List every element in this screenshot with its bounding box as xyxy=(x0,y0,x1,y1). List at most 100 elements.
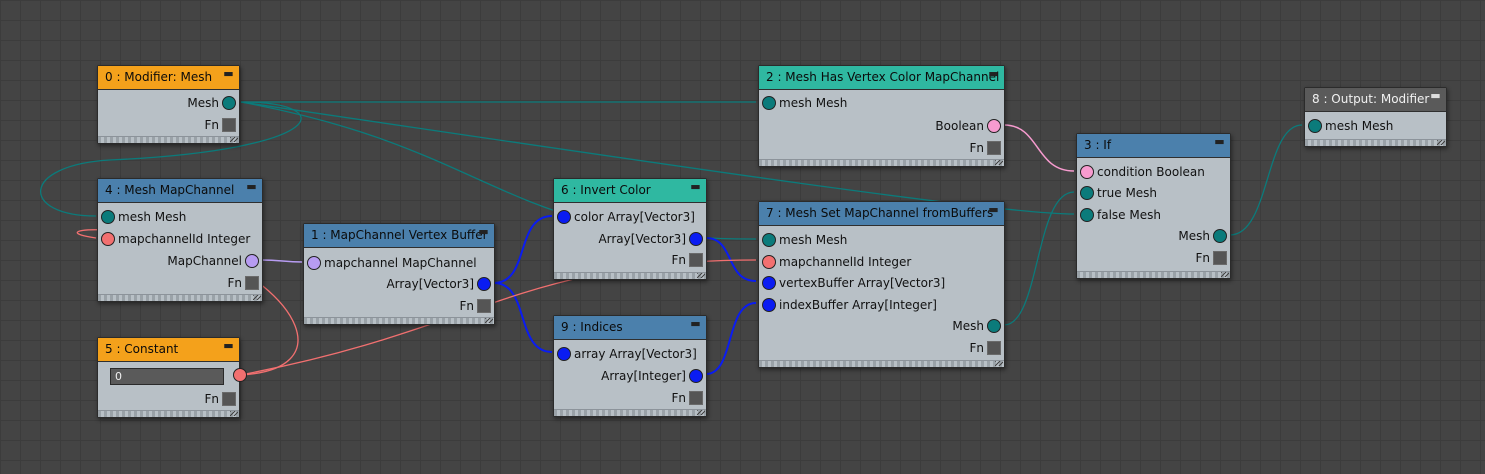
wire-vb-to-indices xyxy=(493,282,553,353)
port-label: array Array[Vector3] xyxy=(574,347,697,361)
minus-icon[interactable]: ▬ xyxy=(690,317,701,330)
minus-icon[interactable]: ▬ xyxy=(223,67,234,80)
minus-icon[interactable]: ▬ xyxy=(1430,89,1441,102)
boolean-port-icon[interactable] xyxy=(987,119,1001,133)
port-row-true-in: true Mesh xyxy=(1080,182,1158,204)
node-header[interactable]: 2 : Mesh Has Vertex Color MapChannel ▬ xyxy=(759,66,1004,90)
vector-array-port-icon[interactable] xyxy=(762,276,776,290)
node-header[interactable]: 1 : MapChannel Vertex Buffer ▬ xyxy=(304,224,494,248)
resize-grip-icon[interactable] xyxy=(253,295,261,300)
vector-array-port-icon[interactable] xyxy=(689,232,703,246)
vector-array-port-icon[interactable] xyxy=(557,347,571,361)
resize-grip-icon[interactable] xyxy=(697,273,705,278)
resize-grip-icon[interactable] xyxy=(697,410,705,415)
node-footer xyxy=(98,136,239,143)
port-row-fn-out: Fn xyxy=(1195,247,1227,269)
square-port-icon[interactable] xyxy=(689,253,703,267)
port-label: mesh Mesh xyxy=(779,96,848,110)
mesh-port-icon[interactable] xyxy=(1080,186,1094,200)
square-port-icon[interactable] xyxy=(987,341,1001,355)
port-row-false-in: false Mesh xyxy=(1080,204,1161,226)
square-port-icon[interactable] xyxy=(1213,251,1227,265)
minus-icon[interactable]: ▬ xyxy=(223,339,234,352)
square-port-icon[interactable] xyxy=(222,392,236,406)
node-invert-color[interactable]: 6 : Invert Color ▬ color Array[Vector3] … xyxy=(553,178,707,280)
minus-icon[interactable]: ▬ xyxy=(690,180,701,193)
node-header[interactable]: 9 : Indices ▬ xyxy=(554,316,706,340)
minus-icon[interactable]: ▬ xyxy=(988,203,999,216)
port-label: Fn xyxy=(1195,251,1210,265)
node-header[interactable]: 5 : Constant ▬ xyxy=(98,338,239,362)
node-header[interactable]: 4 : Mesh MapChannel ▬ xyxy=(98,179,262,203)
integer-port-icon[interactable] xyxy=(762,255,776,269)
node-header[interactable]: 3 : If ▬ xyxy=(1077,134,1230,158)
vector-array-port-icon[interactable] xyxy=(557,210,571,224)
boolean-port-icon[interactable] xyxy=(1080,165,1094,179)
minus-icon[interactable]: ▬ xyxy=(478,225,489,238)
integer-array-port-icon[interactable] xyxy=(762,298,776,312)
mesh-port-icon[interactable] xyxy=(762,96,776,110)
port-label: Fn xyxy=(227,276,242,290)
mesh-port-icon[interactable] xyxy=(987,319,1001,333)
square-port-icon[interactable] xyxy=(987,141,1001,155)
port-label: false Mesh xyxy=(1097,208,1161,222)
node-mapchannel-vertex-buffer[interactable]: 1 : MapChannel Vertex Buffer ▬ mapchanne… xyxy=(303,223,495,325)
integer-port-icon[interactable] xyxy=(233,368,247,382)
mesh-port-icon[interactable] xyxy=(1213,229,1227,243)
square-port-icon[interactable] xyxy=(245,276,259,290)
port-label: Fn xyxy=(204,392,219,406)
resize-grip-icon[interactable] xyxy=(1437,140,1445,145)
mesh-port-icon[interactable] xyxy=(1308,119,1322,133)
minus-icon[interactable]: ▬ xyxy=(1214,135,1225,148)
node-header[interactable]: 7 : Mesh Set MapChannel fromBuffers ▬ xyxy=(759,202,1004,226)
vector-array-port-icon[interactable] xyxy=(477,277,491,291)
node-mesh-set-mapchannel[interactable]: 7 : Mesh Set MapChannel fromBuffers ▬ me… xyxy=(758,201,1005,368)
port-row-bool-out: Boolean xyxy=(935,115,1001,137)
node-footer xyxy=(98,294,262,301)
square-port-icon[interactable] xyxy=(689,391,703,405)
node-indices[interactable]: 9 : Indices ▬ array Array[Vector3] Array… xyxy=(553,315,707,417)
port-row-color-in: color Array[Vector3] xyxy=(557,206,695,228)
square-port-icon[interactable] xyxy=(222,118,236,132)
resize-grip-icon[interactable] xyxy=(230,137,238,142)
node-mesh-has-vertex-color[interactable]: 2 : Mesh Has Vertex Color MapChannel ▬ m… xyxy=(758,65,1005,167)
mesh-port-icon[interactable] xyxy=(101,210,115,224)
mesh-port-icon[interactable] xyxy=(1080,208,1094,222)
resize-grip-icon[interactable] xyxy=(485,318,493,323)
resize-grip-icon[interactable] xyxy=(230,411,238,416)
minus-icon[interactable]: ▬ xyxy=(246,180,257,193)
node-header[interactable]: 0 : Modifier: Mesh ▬ xyxy=(98,66,239,90)
node-header[interactable]: 6 : Invert Color ▬ xyxy=(554,179,706,203)
port-row-array-out: Array[Integer] xyxy=(601,365,703,387)
resize-grip-icon[interactable] xyxy=(1221,272,1229,277)
resize-grip-icon[interactable] xyxy=(995,160,1003,165)
mapchannel-port-icon[interactable] xyxy=(307,256,321,270)
node-if[interactable]: 3 : If ▬ condition Boolean true Mesh fal… xyxy=(1076,133,1231,279)
node-footer xyxy=(759,159,1004,166)
node-modifier-mesh[interactable]: 0 : Modifier: Mesh ▬ Mesh Fn xyxy=(97,65,240,144)
mesh-port-icon[interactable] xyxy=(222,96,236,110)
port-label: true Mesh xyxy=(1097,186,1158,200)
minus-icon[interactable]: ▬ xyxy=(988,67,999,80)
port-label: Boolean xyxy=(935,119,984,133)
port-label: Fn xyxy=(969,141,984,155)
port-label: Array[Integer] xyxy=(601,369,686,383)
port-label: Fn xyxy=(459,299,474,313)
node-footer xyxy=(304,317,494,324)
port-row-fn-out: Fn xyxy=(671,249,703,271)
integer-array-port-icon[interactable] xyxy=(689,369,703,383)
port-label: color Array[Vector3] xyxy=(574,210,695,224)
port-row-id-in: mapchannelId Integer xyxy=(101,228,250,250)
constant-value-field[interactable] xyxy=(110,368,224,385)
node-mesh-mapchannel[interactable]: 4 : Mesh MapChannel ▬ mesh Mesh mapchann… xyxy=(97,178,263,302)
mesh-port-icon[interactable] xyxy=(762,233,776,247)
mapchannel-port-icon[interactable] xyxy=(245,254,259,268)
port-label: mesh Mesh xyxy=(118,210,187,224)
square-port-icon[interactable] xyxy=(477,299,491,313)
resize-grip-icon[interactable] xyxy=(995,361,1003,366)
integer-port-icon[interactable] xyxy=(101,232,115,246)
node-constant[interactable]: 5 : Constant ▬ Fn xyxy=(97,337,247,418)
node-header[interactable]: 8 : Output: Modifier ▬ xyxy=(1305,88,1446,112)
port-row-mesh-out: Mesh xyxy=(187,92,236,114)
node-output-modifier[interactable]: 8 : Output: Modifier ▬ mesh Mesh xyxy=(1304,87,1447,147)
